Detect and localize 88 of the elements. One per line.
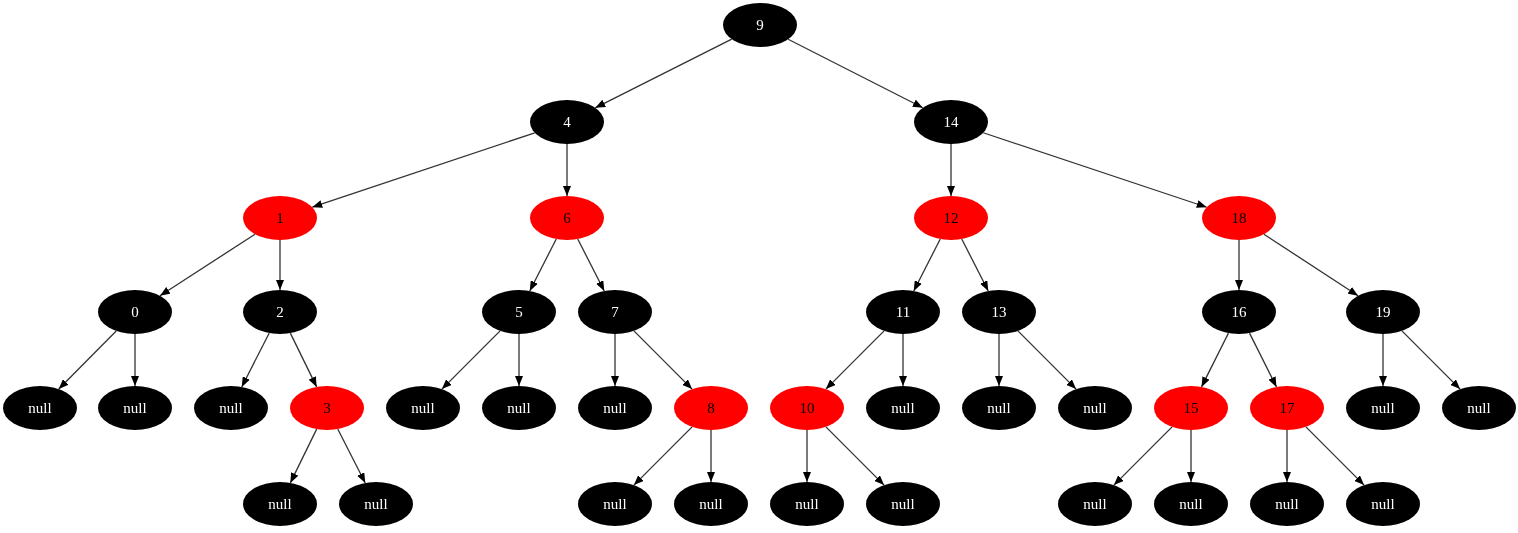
node-value: 7: [611, 302, 619, 322]
node-value: 3: [323, 398, 331, 418]
tree-node-ellipse: [530, 100, 604, 144]
arrow: [982, 132, 1208, 208]
node-value: null: [1083, 398, 1107, 418]
node-value: null: [28, 398, 52, 418]
arrow: [289, 428, 318, 484]
arrow: [633, 426, 693, 486]
arrow: [1017, 330, 1077, 390]
arrow: [131, 333, 139, 387]
arrow: [707, 429, 715, 483]
arrow: [337, 428, 366, 484]
arrow: [1263, 233, 1359, 297]
arrow: [913, 238, 941, 292]
node-value: 18: [1231, 208, 1247, 228]
node-value: null: [364, 494, 388, 514]
arrow: [159, 233, 256, 297]
node-value: 11: [895, 302, 911, 322]
arrow: [899, 333, 907, 387]
arrow: [947, 143, 955, 197]
node-value: 8: [707, 398, 715, 418]
node-value: 13: [991, 302, 1007, 322]
arrow: [803, 429, 811, 483]
node-value: 16: [1231, 302, 1247, 322]
tree-node-ellipse: [98, 290, 172, 334]
arrow: [311, 132, 536, 208]
arrow: [1379, 333, 1387, 387]
node-value: null: [219, 398, 243, 418]
arrow: [515, 333, 523, 387]
tree-node-ellipse: [914, 100, 988, 144]
arrow: [961, 238, 989, 292]
arrow: [1248, 332, 1278, 388]
node-value: null: [507, 398, 531, 418]
node-value: null: [123, 398, 147, 418]
node-value: null: [1467, 398, 1491, 418]
node-value: 17: [1279, 398, 1295, 418]
arrow: [594, 38, 733, 109]
arrow: [1113, 426, 1173, 486]
node-value: null: [603, 398, 627, 418]
node-value: null: [1083, 494, 1107, 514]
node-value: null: [891, 494, 915, 514]
arrow: [563, 143, 571, 197]
node-value: null: [1275, 494, 1299, 514]
node-value: null: [795, 494, 819, 514]
node-value: 12: [943, 208, 959, 228]
node-value: null: [268, 494, 292, 514]
node-value: null: [987, 398, 1011, 418]
arrow: [58, 330, 117, 390]
node-value: 14: [943, 112, 959, 132]
node-value: 15: [1183, 398, 1199, 418]
node-value: 0: [131, 302, 139, 322]
arrow: [787, 38, 924, 109]
arrow: [529, 238, 557, 292]
arrow: [825, 426, 885, 486]
arrow: [276, 239, 284, 291]
node-value: 6: [563, 208, 571, 228]
node-value: null: [1179, 494, 1203, 514]
node-value: 9: [756, 15, 764, 35]
node-value: null: [1371, 398, 1395, 418]
node-value: 4: [563, 112, 571, 132]
tree-node-ellipse: [723, 3, 797, 47]
node-value: 2: [276, 302, 284, 322]
arrow: [577, 238, 605, 292]
arrow: [441, 330, 501, 390]
arrow: [995, 333, 1003, 387]
arrow: [1187, 429, 1195, 483]
node-value: 10: [799, 398, 815, 418]
arrow: [241, 332, 270, 388]
arrow: [1200, 332, 1230, 388]
arrow: [611, 333, 619, 387]
arrow: [289, 332, 318, 388]
tree-node-ellipse: [1202, 196, 1276, 240]
tree-node-ellipse: [1346, 290, 1420, 334]
arrow: [1283, 429, 1291, 483]
node-value: 5: [515, 302, 523, 322]
node-value: null: [411, 398, 435, 418]
arrow: [1235, 239, 1243, 291]
node-value: null: [1371, 494, 1395, 514]
node-value: 19: [1375, 302, 1391, 322]
node-value: null: [603, 494, 627, 514]
node-value: 1: [276, 208, 284, 228]
arrow: [825, 330, 885, 390]
arrow: [633, 330, 693, 390]
node-value: null: [891, 398, 915, 418]
node-value: null: [699, 494, 723, 514]
tree-node-ellipse: [243, 196, 317, 240]
arrow: [1305, 426, 1365, 486]
arrow: [1401, 330, 1461, 390]
